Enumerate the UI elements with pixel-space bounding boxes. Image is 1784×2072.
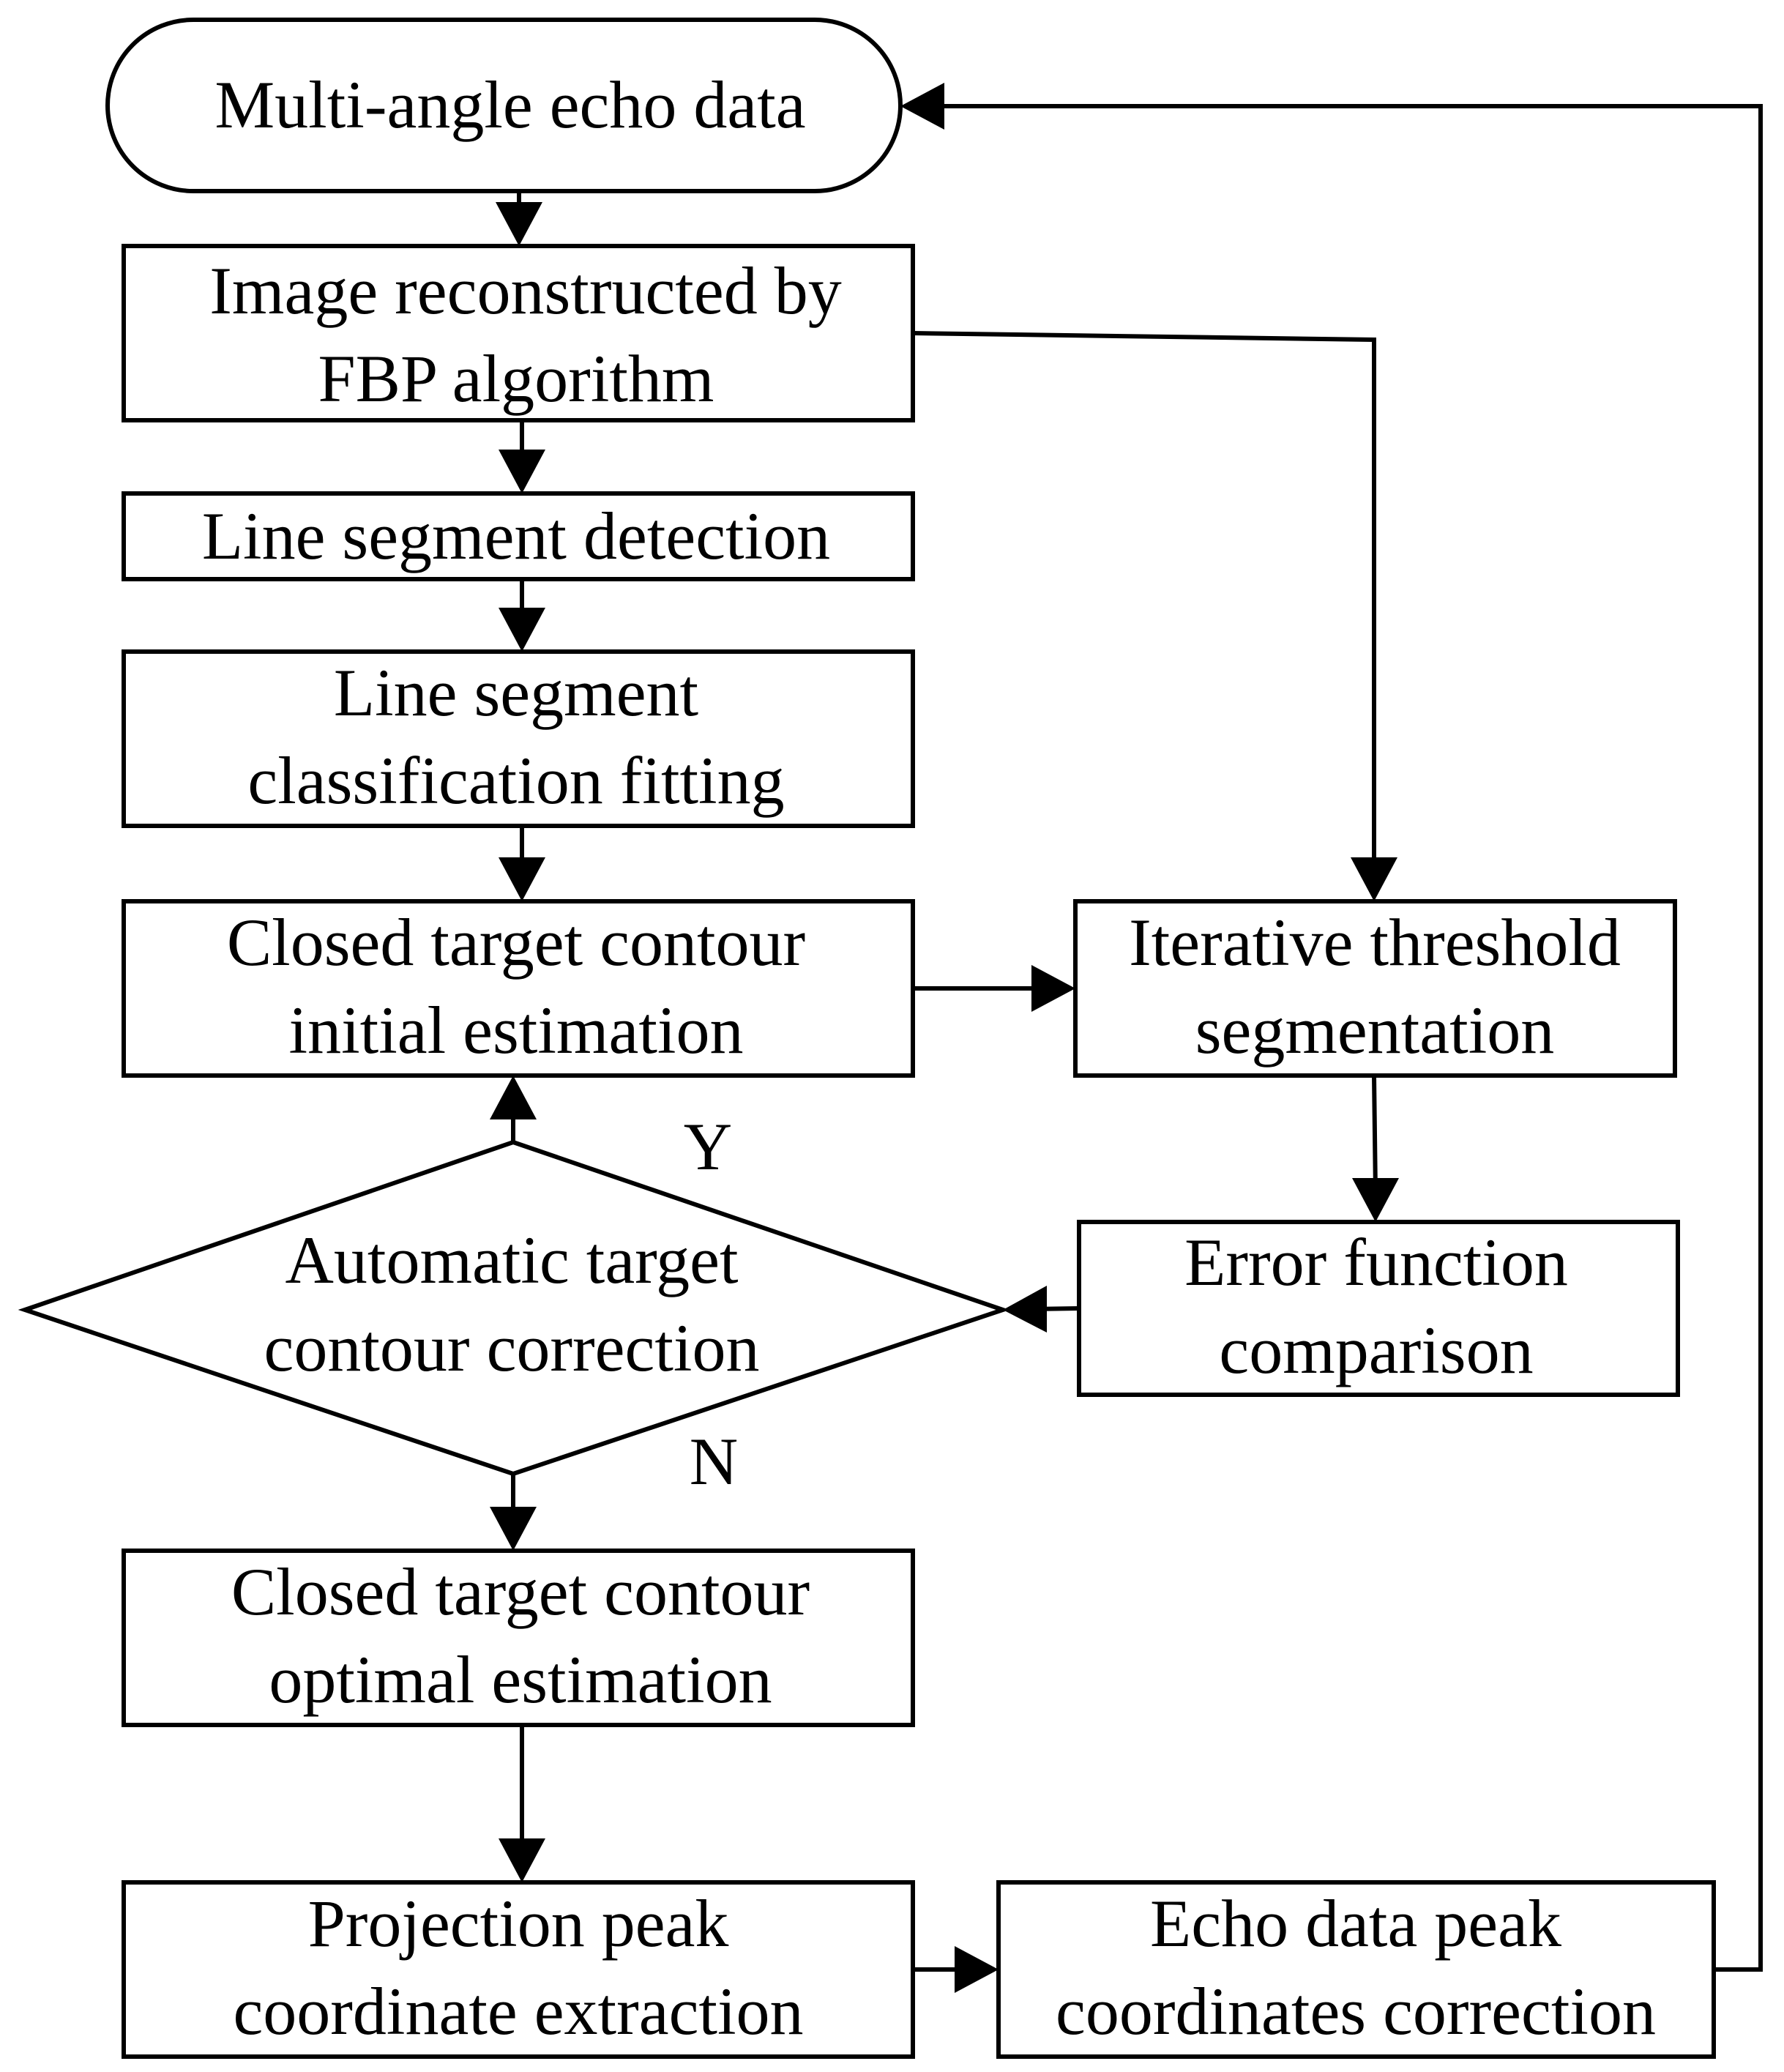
edge-echo-loop-to-start [930, 104, 1763, 1972]
decision-label-line-2: contour correction [264, 1311, 760, 1385]
init-label-line-2: initial estimation [289, 993, 744, 1067]
branch-yes-label: Y [684, 1109, 732, 1184]
arrowhead-yes [490, 1076, 537, 1119]
arrowhead-lscf [499, 608, 545, 652]
fbp-label-line-1: Image reconstructed by [209, 253, 841, 328]
arrowhead-decision [1003, 1286, 1047, 1333]
start-label: Multi-angle echo data [214, 67, 805, 142]
decision-label-line-1: Automatic target [285, 1223, 739, 1297]
start-terminal [105, 18, 903, 193]
arrowhead-fbp [496, 202, 542, 246]
lscf-label-line-2: classification fitting [247, 743, 784, 818]
err-label-line-2: comparison [1219, 1313, 1533, 1387]
echo-label-line-1: Echo data peak [1150, 1886, 1561, 1961]
line-segment-classification-box [122, 649, 915, 828]
arrowhead-loop [900, 83, 944, 130]
fbp-reconstruction-box [122, 244, 915, 422]
iter-label-line-1: Iterative threshold [1129, 905, 1621, 980]
edge-fbp-to-iter [912, 331, 1376, 872]
optimal-estimation-box [122, 1549, 915, 1727]
fbp-label-line-2: FBP algorithm [318, 341, 714, 416]
opt-label-line-1: Closed target contour [231, 1554, 810, 1629]
arrowhead-proj [499, 1838, 545, 1882]
error-function-box [1077, 1220, 1680, 1397]
arrowhead-init [499, 857, 545, 901]
arrowhead-lsd [499, 450, 545, 493]
proj-label-line-2: coordinate extraction [233, 1974, 803, 2049]
arrowhead-err [1352, 1178, 1399, 1222]
iter-label-line-2: segmentation [1195, 993, 1555, 1067]
projection-peak-box [122, 1880, 915, 2059]
edge-iter-to-err [1372, 1075, 1378, 1193]
line-segment-detection-box [122, 491, 915, 581]
arrowhead-echo [955, 1946, 999, 1993]
branch-no-label: N [690, 1424, 738, 1499]
opt-label-line-2: optimal estimation [269, 1642, 772, 1717]
echo-label-line-2: coordinates correction [1056, 1974, 1656, 2049]
proj-label-line-1: Projection peak [308, 1886, 729, 1961]
lscf-label-line-1: Line segment [334, 655, 699, 730]
arrowhead-iter-top [1351, 857, 1397, 901]
connectors [490, 83, 1763, 1993]
decision-diamond [18, 1139, 1010, 1477]
lsd-label: Line segment detection [202, 499, 830, 573]
initial-estimation-box [122, 899, 915, 1078]
arrowhead-iter-left [1031, 965, 1075, 1012]
err-label-line-1: Error function [1184, 1225, 1568, 1300]
init-label-line-1: Closed target contour [227, 905, 805, 980]
arrowhead-no [490, 1507, 537, 1551]
